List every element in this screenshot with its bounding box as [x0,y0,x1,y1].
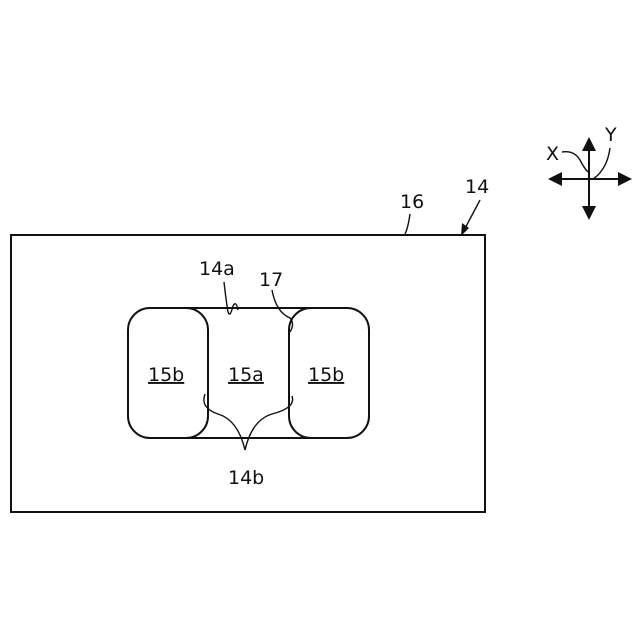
label-15a: 15a [228,364,264,386]
axis-y-leader [594,148,610,178]
label-16: 16 [400,191,424,213]
label-14: 14 [465,176,489,198]
label-14b: 14b [228,467,264,489]
axis-left-arrowhead [548,172,562,186]
brace-14b [204,394,293,450]
label-14a: 14a [199,258,235,280]
label-15b-right: 15b [308,364,344,386]
axis-bottom-arrowhead [582,206,596,220]
label-17: 17 [259,269,283,291]
label-axis-y: Y [604,124,617,146]
axis-top-arrowhead [582,137,596,151]
axis-indicator [548,137,632,220]
label-axis-x: X [546,143,559,165]
leader-16 [405,214,410,234]
axis-right-arrowhead [618,172,632,186]
leader-14a [224,282,238,314]
axis-x-leader [562,152,588,172]
label-15b-left: 15b [148,364,184,386]
